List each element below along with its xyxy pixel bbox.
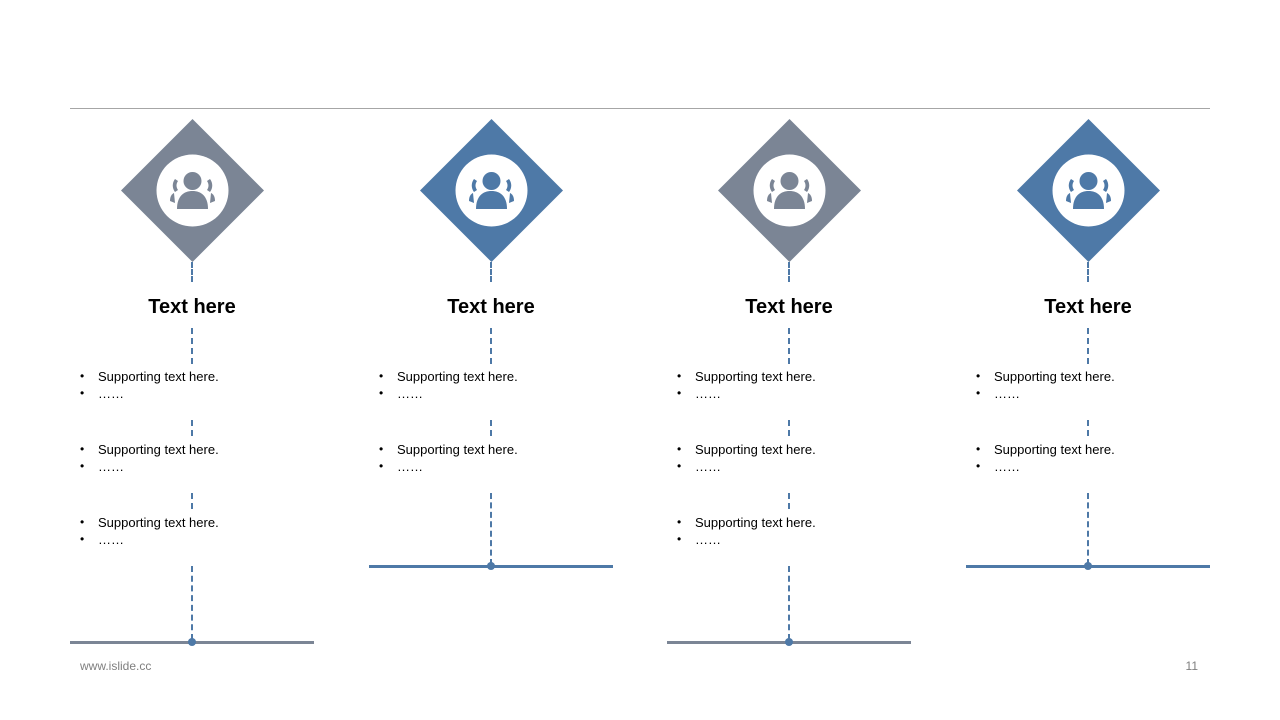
- bullet-item: Supporting text here.: [976, 441, 1206, 458]
- bullet-item: ……: [379, 458, 609, 475]
- bullet-item: Supporting text here.: [80, 441, 310, 458]
- bullet-item: Supporting text here.: [677, 441, 907, 458]
- bullet-item: Supporting text here.: [379, 441, 609, 458]
- bullet-item: ……: [80, 531, 310, 548]
- diamond-badge: [121, 119, 264, 262]
- bullet-group: Supporting text here. ……: [976, 441, 1206, 475]
- connector-dash: [788, 262, 790, 282]
- bullet-item: ……: [677, 531, 907, 548]
- bullet-group: Supporting text here. ……: [677, 368, 907, 402]
- base-dot: [1084, 562, 1092, 570]
- column-1: Text here Supporting text here. …… Suppo…: [70, 0, 314, 720]
- connector-dash: [191, 262, 193, 282]
- column-title: Text here: [148, 296, 236, 318]
- connector-dash: [191, 328, 193, 364]
- footer-url: www.islide.cc: [80, 659, 152, 673]
- bullet-item: ……: [677, 385, 907, 402]
- base-dot: [188, 638, 196, 646]
- bullet-group: Supporting text here. ……: [677, 441, 907, 475]
- connector-dash: [1087, 493, 1089, 565]
- column-2: Text here Supporting text here. …… Suppo…: [369, 0, 613, 720]
- users-icon: [1017, 119, 1160, 262]
- bullet-item: ……: [677, 458, 907, 475]
- bullet-group: Supporting text here. ……: [379, 368, 609, 402]
- bullet-group: Supporting text here. ……: [80, 368, 310, 402]
- bullet-item: ……: [976, 458, 1206, 475]
- bullet-item: Supporting text here.: [379, 368, 609, 385]
- bullet-item: ……: [80, 458, 310, 475]
- base-dot: [487, 562, 495, 570]
- column-title: Text here: [447, 296, 535, 318]
- connector-dash: [490, 262, 492, 282]
- base-dot: [785, 638, 793, 646]
- connector-dash: [788, 493, 790, 509]
- bullet-item: Supporting text here.: [80, 368, 310, 385]
- users-icon: [420, 119, 563, 262]
- connector-dash: [490, 420, 492, 436]
- bullet-item: Supporting text here.: [976, 368, 1206, 385]
- column-title: Text here: [1044, 296, 1132, 318]
- bullet-group: Supporting text here. ……: [976, 368, 1206, 402]
- connector-dash: [1087, 420, 1089, 436]
- diamond-badge: [1017, 119, 1160, 262]
- connector-dash: [788, 420, 790, 436]
- bullet-item: ……: [976, 385, 1206, 402]
- diamond-badge: [718, 119, 861, 262]
- bullet-group: Supporting text here. ……: [80, 514, 310, 548]
- connector-dash: [1087, 328, 1089, 364]
- bullet-group: Supporting text here. ……: [80, 441, 310, 475]
- column-3: Text here Supporting text here. …… Suppo…: [667, 0, 911, 720]
- connector-dash: [788, 566, 790, 640]
- bullet-item: Supporting text here.: [677, 368, 907, 385]
- connector-dash: [490, 493, 492, 565]
- column-title: Text here: [745, 296, 833, 318]
- users-icon: [121, 119, 264, 262]
- top-divider: [70, 108, 1210, 109]
- page-number: 11: [1185, 659, 1198, 673]
- bullet-item: Supporting text here.: [80, 514, 310, 531]
- bullet-item: ……: [379, 385, 609, 402]
- connector-dash: [191, 566, 193, 640]
- bullet-item: Supporting text here.: [677, 514, 907, 531]
- connector-dash: [191, 420, 193, 436]
- connector-dash: [788, 328, 790, 364]
- connector-dash: [490, 328, 492, 364]
- connector-dash: [191, 493, 193, 509]
- column-4: Text here Supporting text here. …… Suppo…: [966, 0, 1210, 720]
- bullet-group: Supporting text here. ……: [677, 514, 907, 548]
- diamond-badge: [420, 119, 563, 262]
- bullet-item: ……: [80, 385, 310, 402]
- bullet-group: Supporting text here. ……: [379, 441, 609, 475]
- connector-dash: [1087, 262, 1089, 282]
- users-icon: [718, 119, 861, 262]
